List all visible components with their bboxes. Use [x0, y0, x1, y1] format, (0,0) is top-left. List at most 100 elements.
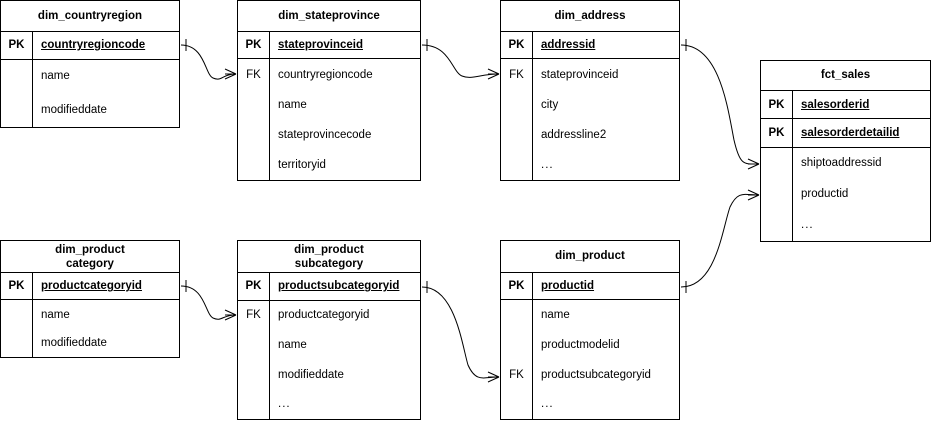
- key-label-dim_product-1: [501, 300, 532, 330]
- key-label-dim_productcategory-0: PK: [1, 273, 32, 301]
- relationship-countryregion-stateprovince[interactable]: [180, 39, 237, 80]
- attribute-dim_productsubcategory-4[interactable]: ...: [270, 389, 420, 419]
- attribute-dim_productsubcategory-1[interactable]: productcategoryid: [270, 301, 420, 331]
- key-label-dim_productcategory-2: [1, 329, 32, 357]
- key-label-dim_productsubcategory-3: [238, 360, 269, 390]
- key-column-dim_productcategory: PK: [1, 273, 33, 357]
- key-label-dim_countryregion-2: [1, 93, 32, 127]
- key-label-dim_stateprovince-0: PK: [238, 32, 269, 60]
- attribute-name: countryregioncode: [278, 68, 373, 81]
- key-label-dim_productsubcategory-1: FK: [246, 309, 261, 322]
- attribute-dim_product-0[interactable]: productid: [533, 273, 679, 301]
- relationship-productsubcategory-product[interactable]: [421, 281, 500, 383]
- attribute-name: modifieddate: [41, 104, 107, 117]
- key-label-dim_stateprovince-3: [238, 120, 269, 150]
- attribute-fct_sales-4[interactable]: ...: [793, 209, 930, 241]
- attribute-dim_product-3[interactable]: productsubcategoryid: [533, 360, 679, 390]
- attribute-name: productsubcategoryid: [278, 280, 400, 293]
- key-label-fct_sales-1: PK: [761, 119, 792, 149]
- attribute-dim_address-3[interactable]: addressline2: [533, 120, 679, 150]
- attribute-dim_countryregion-2[interactable]: modifieddate: [33, 93, 179, 127]
- attribute-dim_product-4[interactable]: ...: [533, 389, 679, 419]
- attribute-dim_productcategory-2[interactable]: modifieddate: [33, 329, 179, 357]
- attribute-fct_sales-2[interactable]: shiptoaddressid: [793, 148, 930, 179]
- relationship-line: [680, 193, 760, 288]
- relationship-productcategory-productsubcategory[interactable]: [180, 280, 237, 321]
- key-column-dim_product: PK FK: [501, 272, 533, 419]
- relationship-line: [421, 44, 500, 78]
- attribute-dim_productcategory-0[interactable]: productcategoryid: [33, 273, 179, 301]
- attribute-dim_productcategory-1[interactable]: name: [33, 300, 179, 328]
- relationship-stateprovince-address[interactable]: [421, 39, 500, 80]
- attribute-name: salesorderid: [801, 98, 870, 111]
- cardinality-many-marker: [224, 309, 237, 321]
- relationship-line: [180, 44, 237, 80]
- entity-title-dim_stateprovince: dim_stateprovince: [238, 1, 420, 32]
- key-label-dim_address-0: PK: [501, 32, 532, 60]
- attribute-fct_sales-0[interactable]: salesorderid: [793, 91, 930, 120]
- cardinality-many-marker: [487, 371, 500, 383]
- key-label-dim_product-2: [501, 330, 532, 360]
- relationship-product-sales[interactable]: [680, 189, 760, 293]
- attribute-dim_productsubcategory-2[interactable]: name: [270, 330, 420, 360]
- attribute-dim_product-2[interactable]: productmodelid: [533, 330, 679, 360]
- attribute-name: productid: [541, 280, 595, 293]
- attribute-dim_address-1[interactable]: stateprovinceid: [533, 59, 679, 90]
- key-label-fct_sales-3: [761, 179, 792, 210]
- key-label-fct_sales-4: [761, 209, 792, 241]
- relationship-address-sales[interactable]: [680, 39, 760, 170]
- attribute-dim_stateprovince-3[interactable]: stateprovincecode: [270, 120, 420, 150]
- entity-title-fct_sales: fct_sales: [761, 61, 930, 91]
- cardinality-many-marker: [487, 68, 500, 80]
- key-label-dim_product-3: FK: [509, 368, 524, 381]
- relationship-line: [421, 286, 500, 379]
- attribute-dim_product-1[interactable]: name: [533, 300, 679, 330]
- cardinality-many-marker: [747, 189, 760, 201]
- key-label-dim_productsubcategory-4: [238, 389, 269, 419]
- attribute-dim_stateprovince-0[interactable]: stateprovinceid: [270, 32, 420, 60]
- attribute-fct_sales-1[interactable]: salesorderdetailid: [793, 119, 930, 149]
- attribute-dim_stateprovince-1[interactable]: countryregioncode: [270, 59, 420, 90]
- attribute-dim_address-4[interactable]: ...: [533, 149, 679, 180]
- cardinality-many-marker: [224, 68, 237, 80]
- attribute-name: countryregioncode: [41, 39, 146, 52]
- attribute-name: ...: [801, 219, 814, 232]
- attribute-dim_productsubcategory-0[interactable]: productsubcategoryid: [270, 273, 420, 301]
- attribute-name: productmodelid: [541, 338, 620, 351]
- attribute-fct_sales-3[interactable]: productid: [793, 179, 930, 210]
- attribute-dim_countryregion-0[interactable]: countryregioncode: [33, 32, 179, 60]
- key-label-dim_address-2: [501, 90, 532, 120]
- attribute-name: ...: [278, 398, 291, 411]
- attribute-column-dim_productcategory: productcategoryid name modifieddate: [33, 273, 179, 357]
- attribute-dim_countryregion-1[interactable]: name: [33, 60, 179, 94]
- key-column-dim_countryregion: PK: [1, 31, 33, 127]
- attribute-dim_stateprovince-2[interactable]: name: [270, 90, 420, 120]
- entity-title-dim_countryregion: dim_countryregion: [1, 1, 179, 32]
- cardinality-many-marker: [747, 158, 760, 170]
- attribute-dim_stateprovince-4[interactable]: territoryid: [270, 149, 420, 180]
- attribute-dim_address-0[interactable]: addressid: [533, 32, 679, 60]
- attribute-name: modifieddate: [278, 368, 344, 381]
- attribute-name: territoryid: [278, 158, 326, 171]
- key-label-dim_product-0: PK: [501, 273, 532, 301]
- attribute-dim_productsubcategory-3[interactable]: modifieddate: [270, 360, 420, 390]
- attribute-name: productid: [801, 188, 849, 201]
- key-label-dim_productcategory-1: [1, 300, 32, 328]
- attribute-dim_address-2[interactable]: city: [533, 90, 679, 120]
- attribute-name: name: [41, 308, 70, 321]
